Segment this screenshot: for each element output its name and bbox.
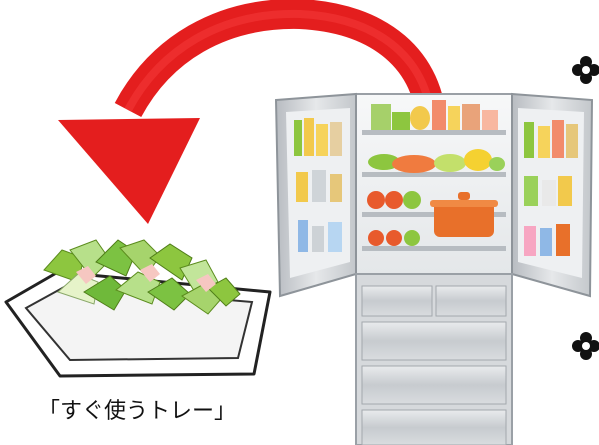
refrigerator-icon [274,92,594,445]
flower-bullet-icon [572,56,599,84]
red-curved-arrow-icon [58,0,447,224]
tray-caption: 「すぐ使うトレー」 [38,399,237,424]
flower-bullet-icon [572,332,599,360]
food-tray-icon [4,239,272,378]
